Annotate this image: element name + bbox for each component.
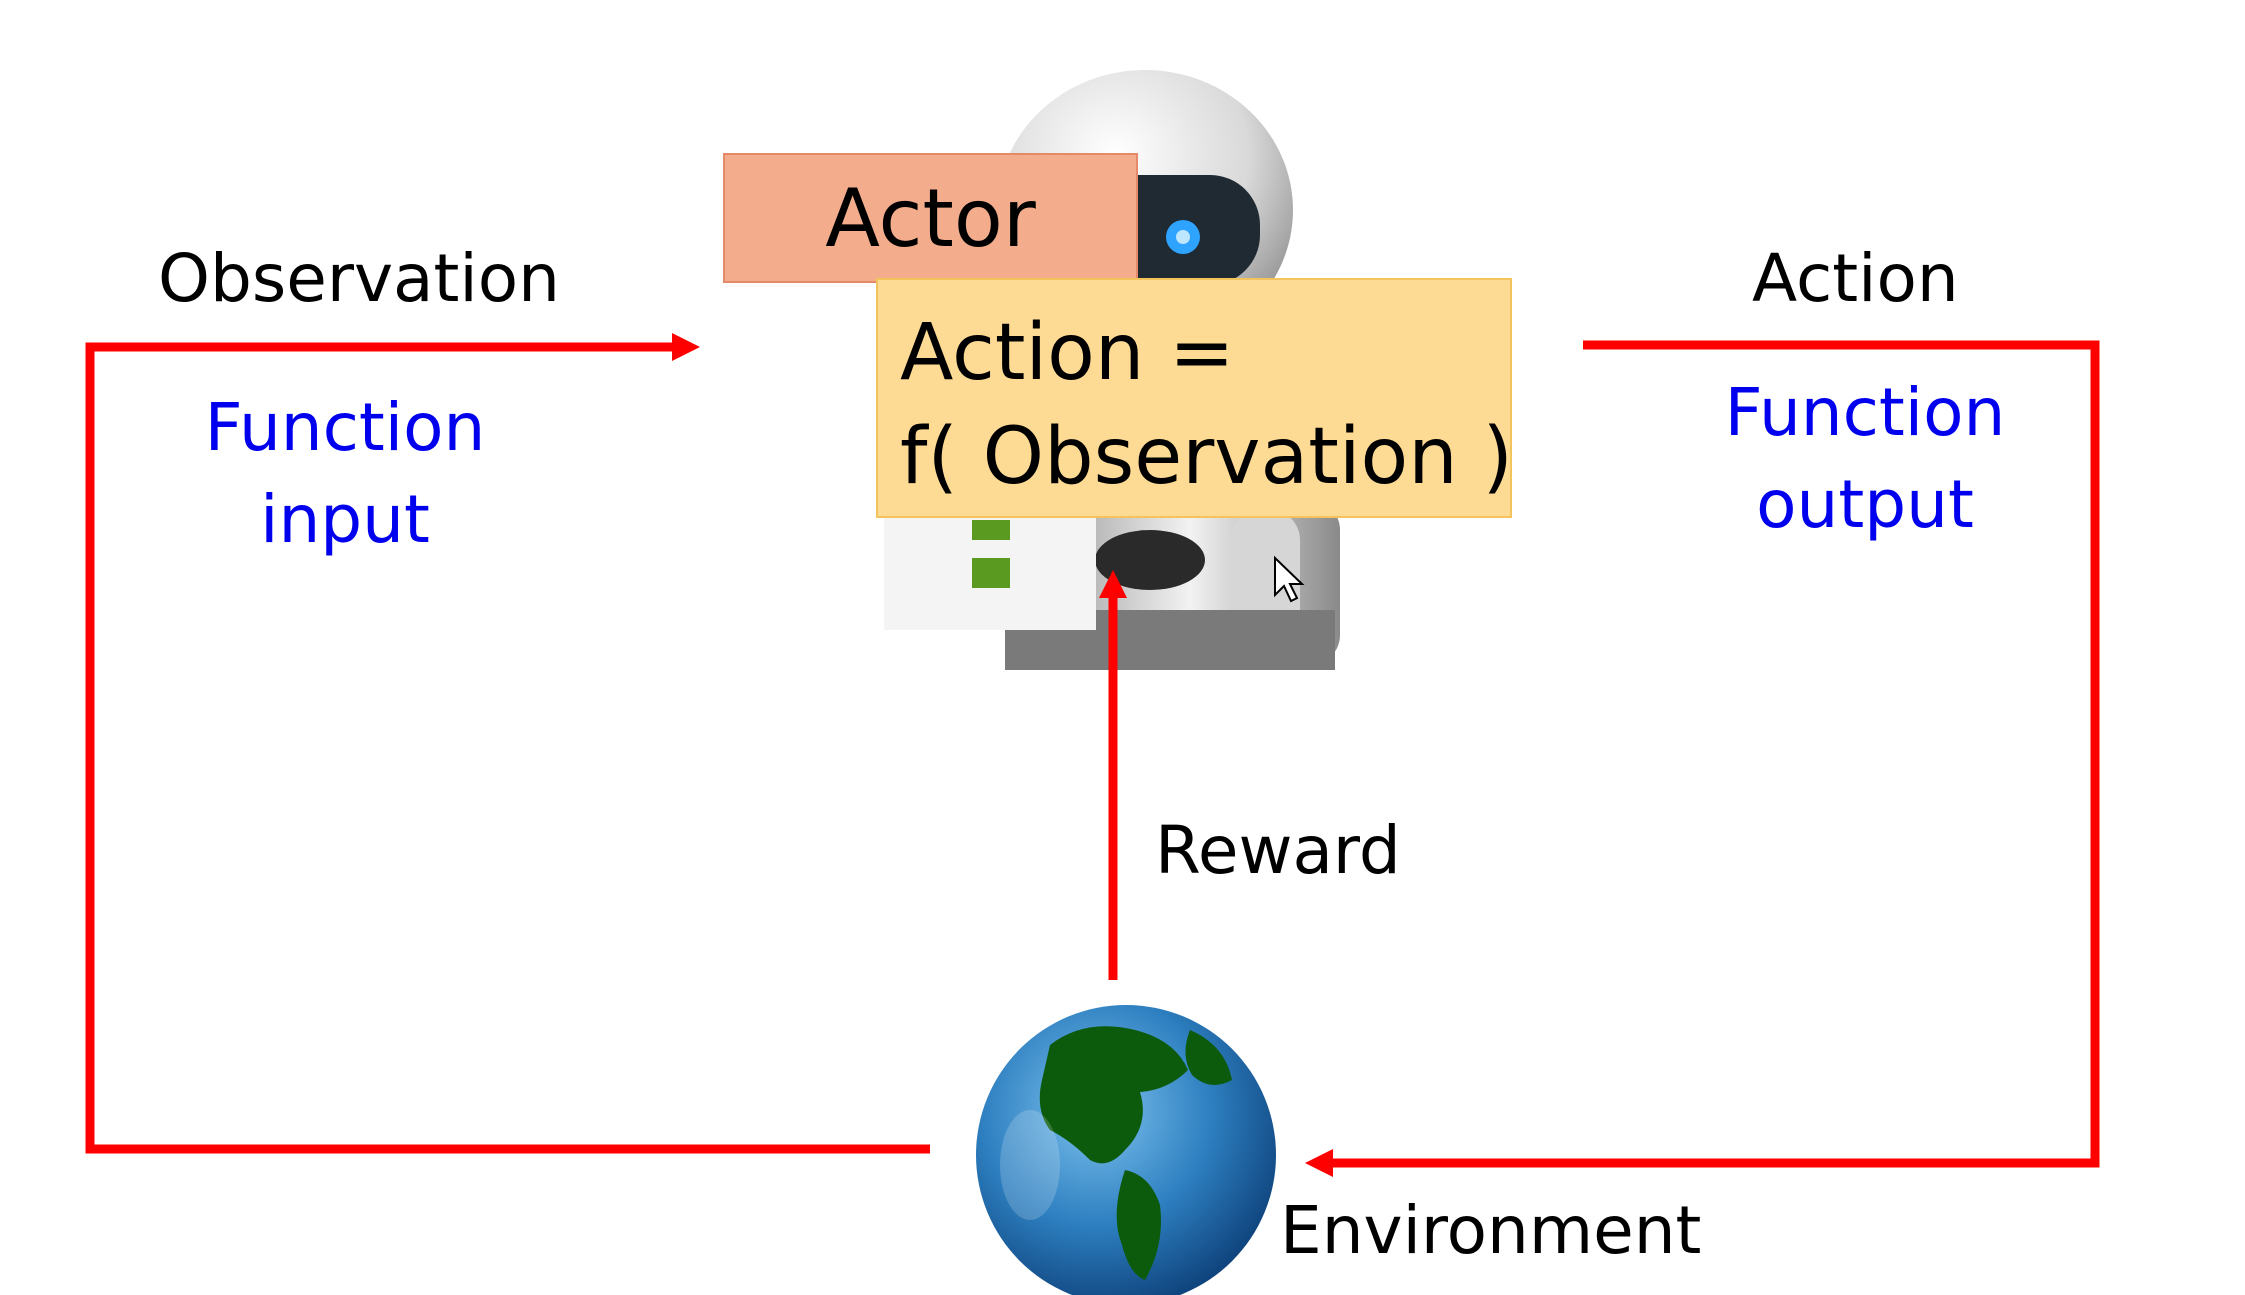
observation-arrowhead xyxy=(672,333,700,361)
function-output-label: Function output xyxy=(1700,367,2030,552)
action-arrow xyxy=(1330,340,2100,1168)
observation-label: Observation xyxy=(158,240,560,317)
reward-label: Reward xyxy=(1155,812,1401,889)
formula-line-1: Action = xyxy=(900,308,1235,398)
action-arrowhead xyxy=(1305,1149,1333,1177)
function-input-line-2: input xyxy=(260,481,430,559)
environment-label: Environment xyxy=(1280,1192,1702,1269)
formula-line-2: f( Observation ) xyxy=(900,411,1513,502)
reward-arrowhead xyxy=(1099,570,1127,598)
function-output-line-2: output xyxy=(1756,466,1974,544)
actor-title: Actor xyxy=(825,171,1036,265)
flow-arrows xyxy=(85,333,2100,1177)
observation-arrow xyxy=(85,342,930,1154)
function-input-label: Function input xyxy=(180,382,510,567)
actor-box: Actor xyxy=(723,153,1138,283)
function-input-line-1: Function xyxy=(204,389,486,466)
globe-icon xyxy=(976,1005,1276,1295)
policy-formula-box: Action = f( Observation ) xyxy=(876,278,1513,518)
robot-sign xyxy=(884,515,1096,630)
action-label: Action xyxy=(1752,240,1959,317)
function-output-line-1: Function xyxy=(1724,374,2006,451)
mouse-pointer-icon xyxy=(1274,555,1305,603)
